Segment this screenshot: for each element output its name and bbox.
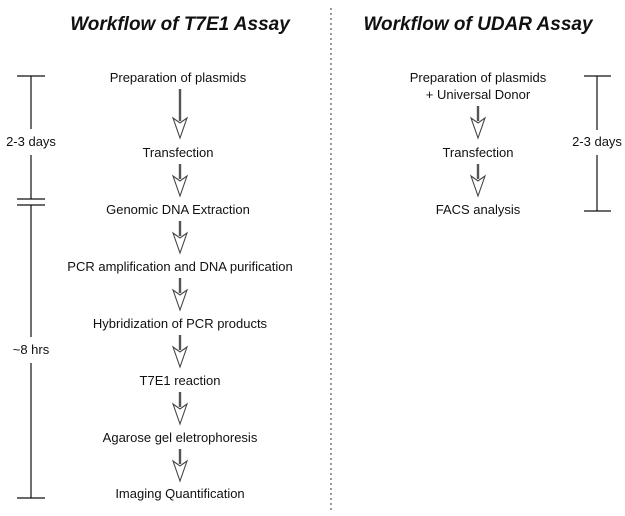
- t7e1-bracket-lower: [17, 204, 45, 499]
- t7e1-step-4: PCR amplification and DNA purification: [67, 259, 292, 274]
- udar-title: Workflow of UDAR Assay: [363, 14, 594, 35]
- t7e1-step-6: T7E1 reaction: [140, 373, 221, 388]
- t7e1-arrow-6: [171, 392, 189, 426]
- t7e1-arrow-7: [171, 449, 189, 483]
- t7e1-step-5: Hybridization of PCR products: [93, 316, 268, 331]
- t7e1-step-8: Imaging Quantification: [115, 486, 244, 501]
- t7e1-step-2: Transfection: [142, 145, 213, 160]
- udar-duration-days: 2-3 days: [572, 134, 622, 149]
- udar-arrow-2: [469, 164, 487, 198]
- t7e1-duration-hours: ~8 hrs: [13, 342, 50, 357]
- t7e1-step-7: Agarose gel eletrophoresis: [103, 430, 258, 445]
- udar-step-1-line-1: Preparation of plasmids: [410, 70, 547, 85]
- t7e1-bracket-upper: [17, 75, 45, 200]
- t7e1-arrow-3: [171, 221, 189, 255]
- udar-arrow-1: [469, 106, 487, 140]
- t7e1-arrow-5: [171, 335, 189, 369]
- t7e1-step-3: Genomic DNA Extraction: [106, 202, 250, 217]
- t7e1-arrow-2: [171, 164, 189, 198]
- t7e1-step-1: Preparation of plasmids: [110, 70, 247, 85]
- t7e1-duration-days: 2-3 days: [6, 134, 56, 149]
- t7e1-arrow-1: [171, 89, 189, 140]
- udar-bracket: [584, 75, 611, 212]
- udar-step-1-line-2: + Universal Donor: [426, 87, 531, 102]
- t7e1-arrow-4: [171, 278, 189, 312]
- udar-step-2: Transfection: [442, 145, 513, 160]
- udar-step-3: FACS analysis: [436, 202, 521, 217]
- t7e1-title: Workflow of T7E1 Assay: [70, 14, 291, 35]
